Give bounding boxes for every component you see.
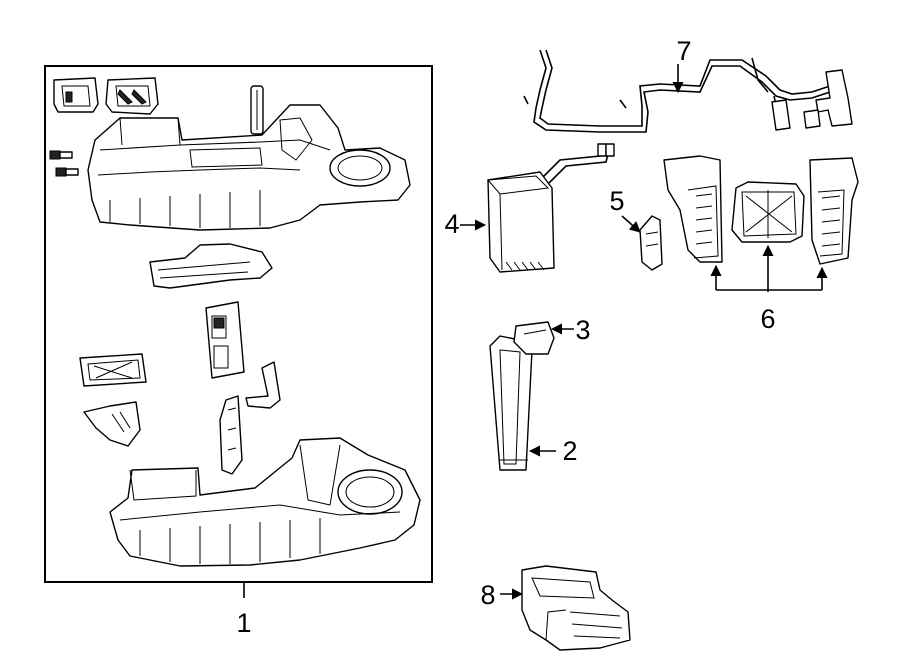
callout-3: 3: [575, 315, 590, 345]
lower-housing: [109, 437, 421, 567]
callout-5: 5: [609, 186, 624, 216]
clip-part-left: [53, 77, 99, 113]
screw-upper: [49, 150, 73, 160]
duct-seal: [513, 321, 555, 355]
callout-6: 6: [760, 304, 775, 334]
callout-7: 7: [676, 36, 691, 66]
filter-door: [79, 353, 147, 387]
callout-2: 2: [562, 436, 577, 466]
temperature-door: [219, 395, 243, 475]
leader-6: [710, 244, 828, 292]
foam-seal: [83, 401, 141, 447]
clip-part-right: [105, 77, 159, 115]
blend-door: [731, 181, 805, 243]
assembly-frame: [44, 65, 433, 598]
heater-core: [486, 143, 615, 273]
actuator-rod: [250, 85, 264, 135]
upper-housing: [87, 104, 411, 231]
duct-right: [809, 157, 859, 265]
mode-door: [205, 301, 245, 379]
seal-strip: [149, 243, 273, 289]
air-duct: [489, 335, 533, 471]
callout-1: 1: [236, 608, 251, 638]
temp-sensor: [639, 215, 663, 271]
leader-5: [621, 215, 641, 233]
callout-4: 4: [444, 209, 459, 239]
wiring-harness: [523, 49, 853, 133]
screw-lower: [55, 167, 79, 177]
link-bracket: [245, 361, 281, 409]
floor-duct: [521, 565, 631, 651]
duct-left: [663, 155, 723, 263]
callout-8: 8: [480, 580, 495, 610]
